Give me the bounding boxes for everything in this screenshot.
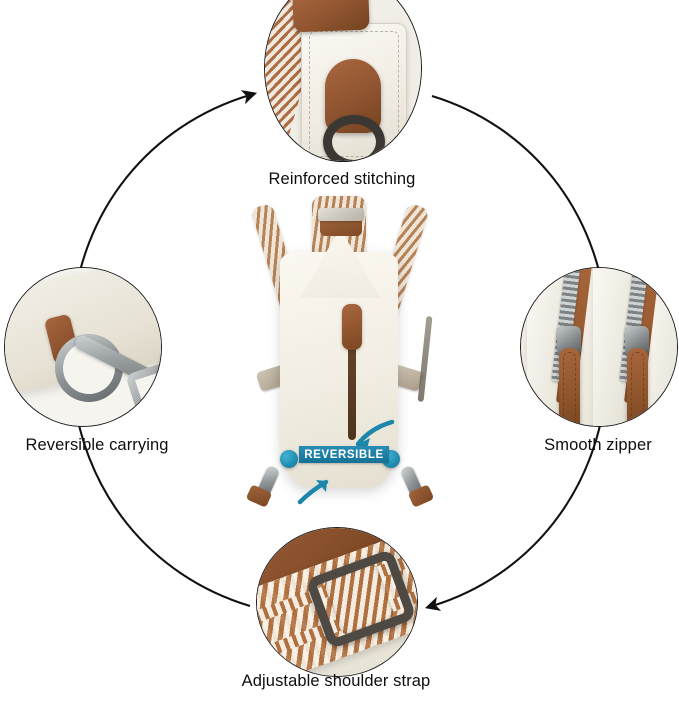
zipper-pull-right	[627, 348, 648, 426]
photo-scene	[521, 268, 677, 426]
feature-photo-smooth-zipper	[520, 267, 678, 427]
reversible-badge: REVERSIBLE	[299, 446, 389, 463]
caption-reinforced-stitching: Reinforced stitching	[268, 170, 416, 188]
product-image-sling-bag: REVERSIBLE	[244, 196, 436, 512]
photo-scene	[257, 528, 417, 676]
feature-photo-reversible-carrying	[4, 267, 162, 427]
zipper-pull-left	[559, 348, 580, 426]
side-zipper	[417, 315, 433, 403]
top-leather-tab	[320, 216, 362, 236]
reversible-badge-label: REVERSIBLE	[304, 448, 384, 461]
front-zipper	[348, 310, 356, 440]
feature-photo-adjustable-shoulder-strap	[256, 527, 418, 677]
feature-photo-reinforced-stitching	[264, 0, 422, 162]
top-metal-clasp	[318, 208, 364, 221]
caption-reversible-carrying: Reversible carrying	[25, 436, 169, 454]
caption-smooth-zipper: Smooth zipper	[544, 436, 652, 454]
d-ring-left	[280, 450, 298, 468]
front-zipper-pull	[342, 304, 362, 350]
metal-d-ring	[323, 115, 385, 161]
caption-adjustable-shoulder-strap: Adjustable shoulder strap	[241, 672, 431, 690]
photo-scene	[265, 0, 421, 161]
photo-scene	[5, 268, 161, 426]
leather-tab	[292, 0, 370, 33]
